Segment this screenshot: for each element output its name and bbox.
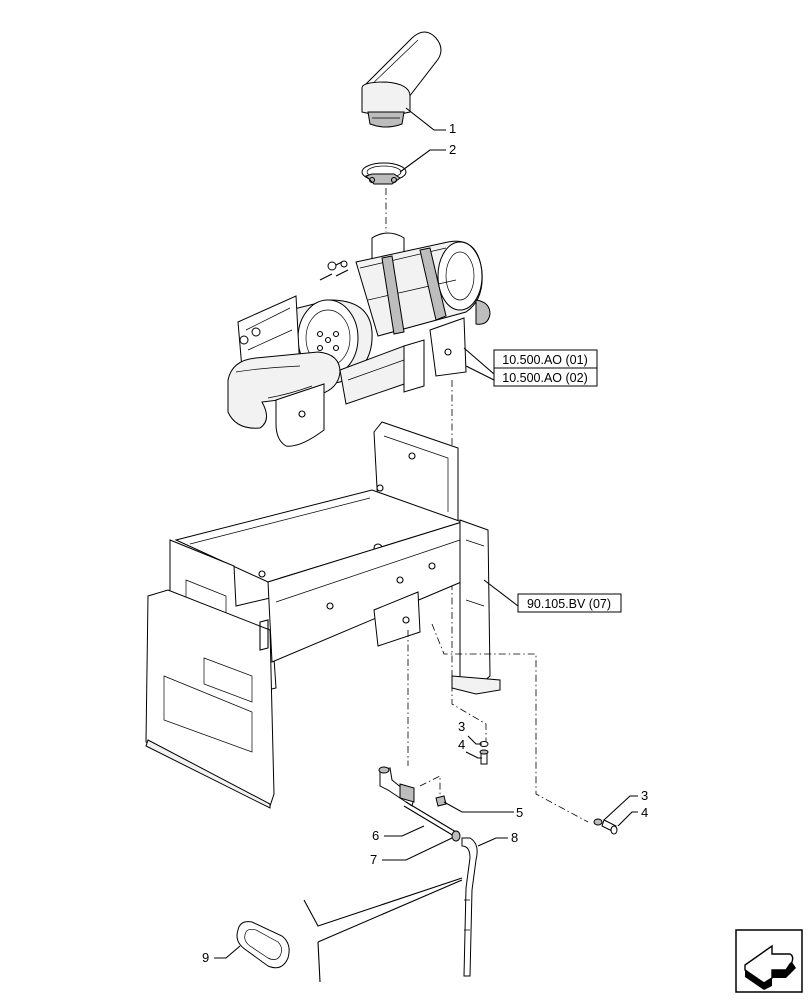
previous-page-arrow-icon[interactable]	[735, 929, 803, 993]
machine-frame	[145, 421, 501, 809]
fitting-part-7	[451, 830, 461, 842]
leader-lines	[214, 107, 638, 959]
reference-label: 90.105.BV (07)	[527, 597, 611, 611]
callout-1: 1	[449, 121, 456, 136]
callout-3-right: 3	[641, 788, 648, 803]
detail-line-bottom	[317, 941, 321, 983]
nut-part-5	[435, 795, 447, 807]
reference-box-90-105-bv-07[interactable]: 90.105.BV (07)	[517, 593, 622, 613]
callout-4-right: 4	[641, 805, 648, 820]
reference-label: 10.500.AO (01)	[502, 353, 587, 367]
washer-and-bolt-upper	[479, 741, 489, 765]
callout-6: 6	[372, 828, 379, 843]
assembly-line-hardware-5	[419, 775, 441, 798]
callout-9: 9	[202, 950, 209, 965]
detail-line-top	[303, 877, 463, 927]
reference-box-10-500-ao-01[interactable]: 10.500.AO (01)	[493, 349, 598, 369]
callout-4: 4	[458, 737, 465, 752]
mounting-bracket-tube	[378, 766, 457, 837]
callout-8: 8	[511, 830, 518, 845]
callout-5: 5	[516, 805, 523, 820]
hose-clamp	[361, 162, 407, 185]
exhaust-aftertreatment-assembly	[227, 232, 491, 447]
assembly-line-hardware-right	[431, 623, 589, 823]
gasket-ring-part-9	[236, 921, 290, 969]
reference-box-10-500-ao-02[interactable]: 10.500.AO (02)	[493, 367, 598, 387]
detail-line-bottom-diag	[317, 879, 463, 943]
exhaust-elbow-pipe	[361, 31, 442, 128]
reference-label: 10.500.AO (02)	[502, 371, 587, 385]
washer-and-bolt-right	[593, 818, 618, 835]
callout-2: 2	[449, 142, 456, 157]
drain-tube-part-8	[461, 837, 478, 977]
callout-labels: 1 2 3 4 5 6 7 8 3 4 9	[202, 121, 648, 965]
callout-3: 3	[458, 719, 465, 734]
callout-7: 7	[370, 852, 377, 867]
